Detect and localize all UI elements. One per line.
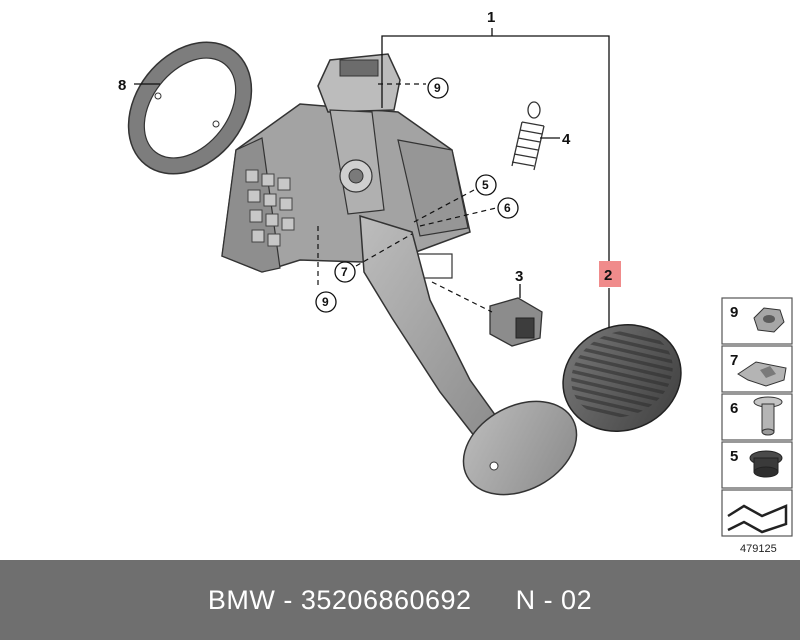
callout-9-bottom: 9 xyxy=(322,295,329,309)
callout-2: 2 xyxy=(604,267,612,284)
legend-num-7: 7 xyxy=(730,352,738,369)
callout-group-7: 7 xyxy=(334,233,413,283)
footer-bar: BMW - 35206860692 N - 02 xyxy=(0,560,800,640)
spring-part xyxy=(511,101,545,171)
gasket-part xyxy=(127,41,253,175)
callout-1: 1 xyxy=(487,9,495,26)
highlight-box-2 xyxy=(599,261,621,287)
legend-num-9: 9 xyxy=(730,304,738,321)
leader-1 xyxy=(381,28,610,261)
callout-7: 7 xyxy=(341,265,348,279)
parts-diagram: 8 4 xyxy=(118,9,793,555)
callout-4: 4 xyxy=(562,131,571,148)
legend-panel: 9 7 6 5 479125 xyxy=(721,297,793,555)
callout-5: 5 xyxy=(482,178,489,192)
ref-code: 479125 xyxy=(740,543,777,555)
legend-num-5: 5 xyxy=(730,448,738,465)
callout-group-6: 6 xyxy=(419,197,519,227)
callout-6: 6 xyxy=(504,201,511,215)
callout-group-9-bottom: 9 xyxy=(315,226,337,313)
callout-group-5: 5 xyxy=(413,174,497,223)
dash-3 xyxy=(431,281,493,313)
pedal-arm xyxy=(359,214,578,496)
callout-3: 3 xyxy=(515,268,523,285)
callout-9-top: 9 xyxy=(434,81,441,95)
part-number-label: BMW - 35206860692 xyxy=(207,584,472,615)
page-label: N - 02 xyxy=(515,584,593,615)
switch-part xyxy=(489,297,543,347)
legend-num-6: 6 xyxy=(730,400,738,417)
bushing-icon xyxy=(749,450,783,478)
callout-8: 8 xyxy=(118,77,126,94)
hex-nut-icon xyxy=(753,307,785,333)
clip-icon xyxy=(737,361,787,387)
callout-group-9-top: 9 xyxy=(378,77,449,99)
pedal-pad-part xyxy=(562,324,682,432)
pin-icon xyxy=(753,396,783,436)
generic-part-icon xyxy=(727,504,788,534)
